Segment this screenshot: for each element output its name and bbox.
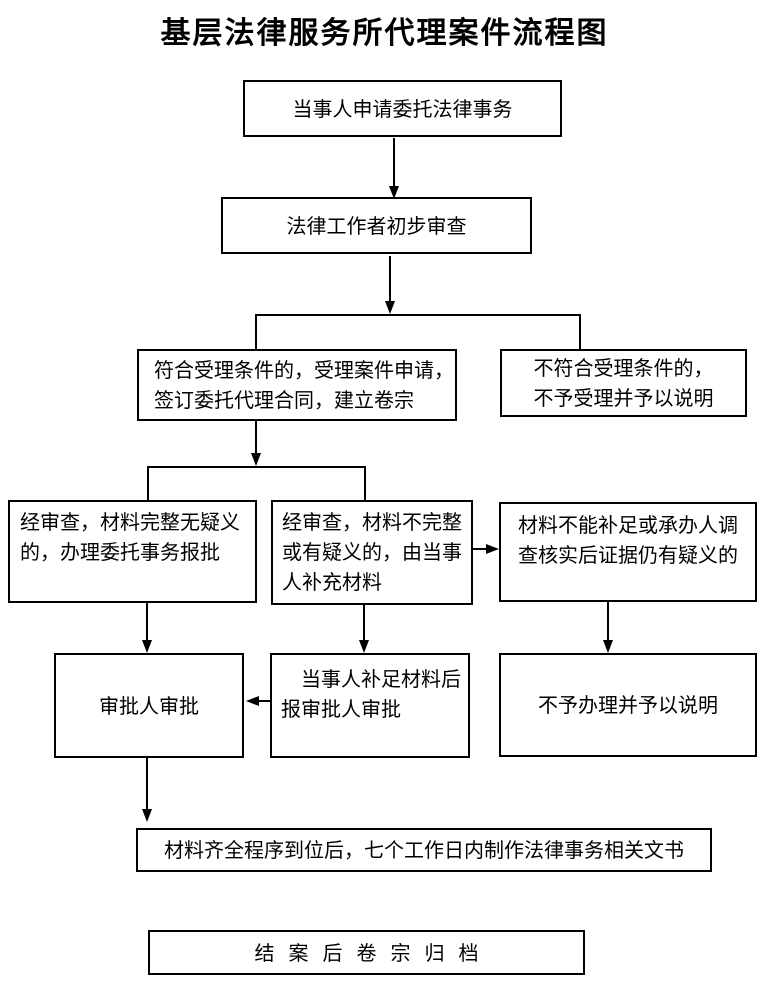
flowchart-title: 基层法律服务所代理案件流程图	[160, 16, 609, 51]
node-initial-review: 法律工作者初步审查	[221, 197, 532, 254]
arrow-approver-to-documents	[142, 757, 152, 822]
node-archive: 结案后卷宗归档	[148, 930, 585, 975]
arrow-unresolvable-to-refuse	[603, 601, 613, 653]
node-materials-incomplete: 经审查，材料不完整 或有疑义的，由当事 人补充材料	[271, 500, 473, 605]
node-materials-complete: 经审查，材料完整无疑义 的，办理委托事务报批	[8, 500, 257, 603]
node-not-accepted: 不符合受理条件的， 不予受理并予以说明	[500, 349, 747, 417]
arrow-incomplete-to-supplemented	[359, 604, 369, 653]
node-accepted: 符合受理条件的，受理案件申请， 签订委托代理合同，建立卷宗	[137, 349, 457, 421]
node-refuse-handling: 不予办理并予以说明	[499, 653, 757, 757]
node-supplemented-submit: 当事人补足材料后 报审批人审批	[270, 653, 470, 758]
node-approver-review: 审批人审批	[54, 653, 244, 758]
split-materials-branch	[147, 466, 366, 501]
arrow-apply-to-review	[389, 138, 399, 199]
arrow-complete-to-approver	[142, 602, 152, 653]
node-produce-documents: 材料齐全程序到位后，七个工作日内制作法律事务相关文书	[136, 828, 712, 872]
arrow-supplemented-to-approver	[246, 696, 271, 706]
node-materials-unresolvable: 材料不能补足或承办人调 查核实后证据仍有疑义的	[499, 502, 757, 602]
arrow-review-to-split	[385, 256, 395, 314]
arrow-accepted-to-split	[251, 421, 261, 466]
arrow-incomplete-to-unresolvable	[472, 544, 499, 554]
node-apply: 当事人申请委托法律事务	[243, 80, 562, 137]
split-accept-branch	[255, 314, 581, 350]
